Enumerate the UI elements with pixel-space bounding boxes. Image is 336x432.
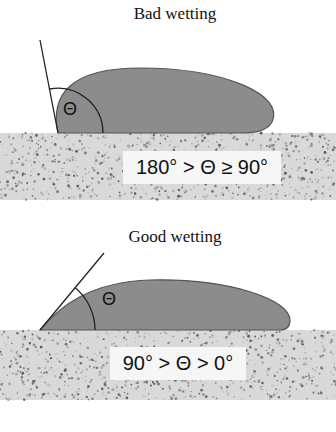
substrate [0,133,336,200]
condition-box: 180° > Θ ≥ 90° [123,151,281,184]
angle-symbol: Θ [102,289,116,310]
angle-arc [75,288,95,330]
condition-box: 90° > Θ > 0° [110,347,247,380]
substrate-texture [0,132,336,201]
angle-symbol: Θ [63,99,77,120]
tangent-line [40,253,104,330]
tangent-line [40,40,58,133]
angle-condition: 90° > Θ > 0° [123,352,234,375]
angle-condition: 180° > Θ ≥ 90° [136,156,268,179]
panel-title: Good wetting [128,227,221,247]
liquid-drop [40,280,290,330]
substrate [0,330,336,400]
angle-arc [50,88,104,133]
substrate-texture [0,329,336,401]
panel-title: Bad wetting [134,4,217,24]
